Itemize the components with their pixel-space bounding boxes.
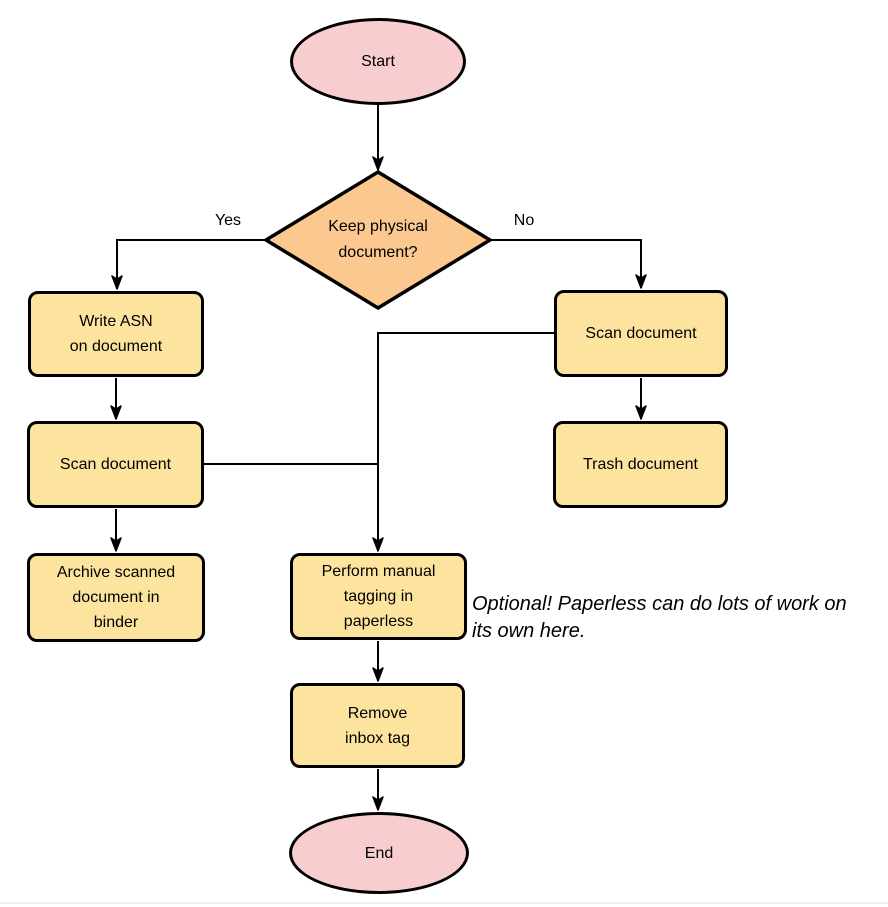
page-bottom-divider [0, 902, 888, 904]
edge-label-no: No [513, 212, 535, 229]
node-remove-inbox-tag: Remove inbox tag [290, 683, 465, 768]
edge-scan-right-to-tagging [372, 332, 554, 552]
node-scan-document-left: Scan document [27, 421, 204, 508]
node-trash-document: Trash document [553, 421, 728, 508]
node-archive-scanned-document: Archive scanned document in binder [27, 553, 205, 642]
edge-label-yes: Yes [214, 212, 242, 229]
node-start: Start [290, 18, 466, 105]
optional-note: Optional! Paperless can do lots of work … [472, 593, 847, 642]
node-write-asn-on-document: Write ASN on document [28, 291, 204, 377]
edge-decision-no-to-scan-right [490, 239, 647, 289]
node-scan-document-right: Scan document [554, 290, 728, 377]
node-decision-label: Keep physical document? [328, 218, 428, 261]
edge-decision-yes-to-write-asn [111, 239, 266, 290]
node-end: End [289, 812, 469, 894]
decision-diamond-shape [262, 169, 494, 311]
node-perform-manual-tagging: Perform manual tagging in paperless [290, 553, 467, 640]
